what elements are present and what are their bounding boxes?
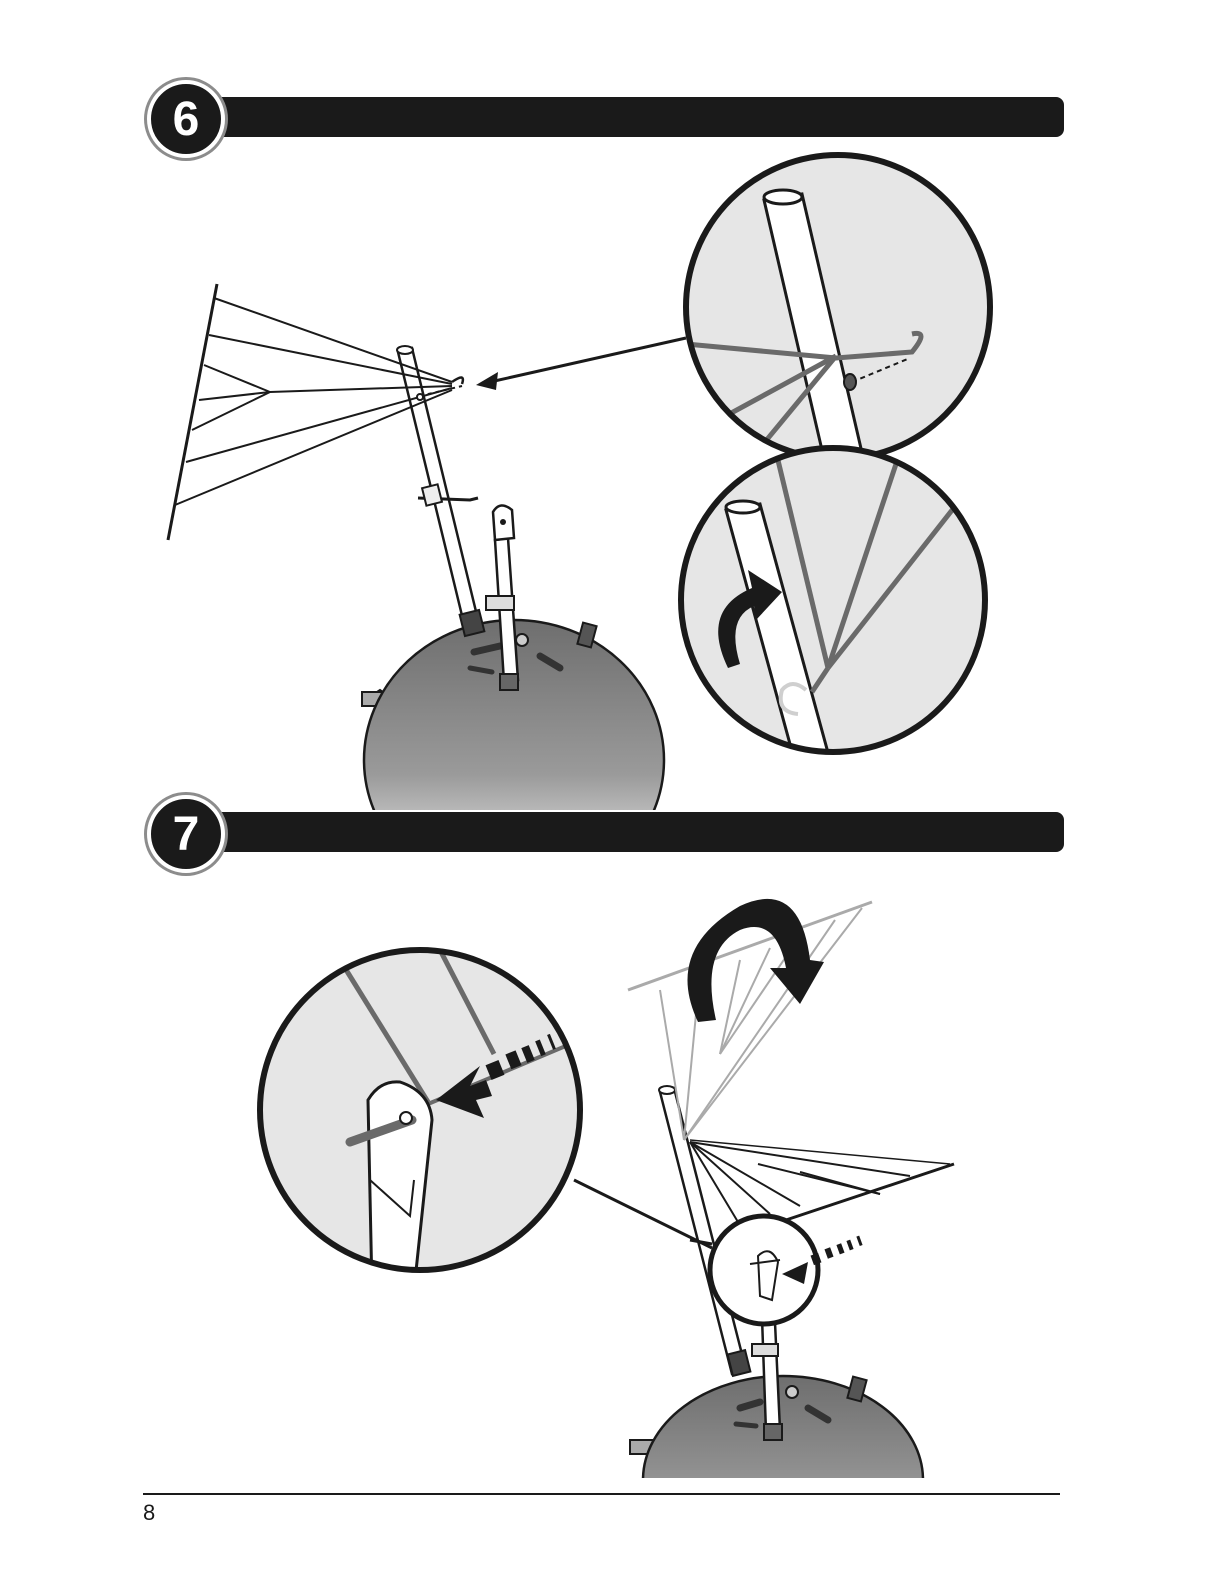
pin-insert-zoom-icon (260, 950, 580, 1290)
rotate-detail-zoom-icon (681, 448, 985, 766)
pin-insert-small-zoom (710, 1216, 863, 1324)
fold-arrow-icon (687, 899, 824, 1022)
page-number: 8 (143, 1500, 155, 1526)
footer-divider (143, 1493, 1060, 1495)
callout-arrow-icon (476, 372, 498, 390)
callout-line-step6 (490, 338, 686, 382)
hook-detail-zoom-icon (686, 155, 990, 476)
drying-rack-arms-illustration-step7 (690, 1140, 954, 1222)
